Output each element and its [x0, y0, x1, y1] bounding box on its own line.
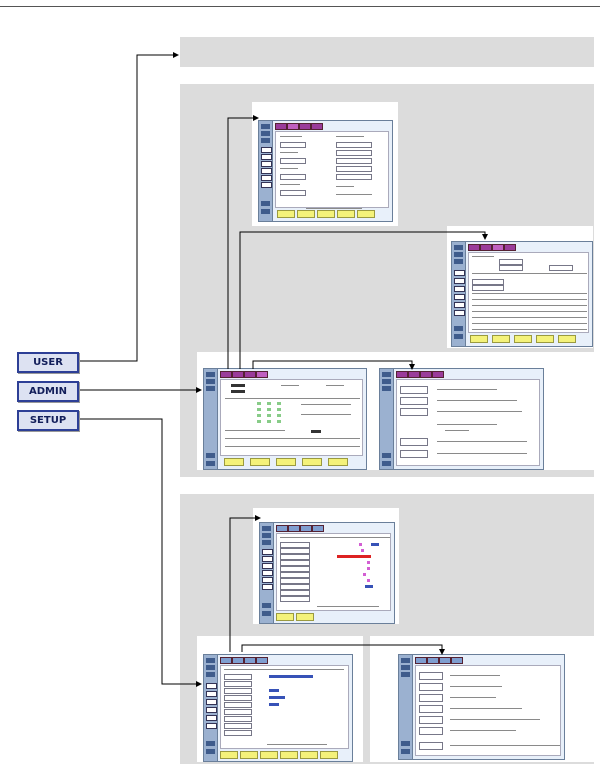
screen — [398, 654, 565, 760]
screen — [451, 241, 593, 347]
screen — [258, 120, 393, 222]
tab-strip — [415, 657, 534, 664]
input-gain-screenshot — [253, 508, 399, 624]
sidebar — [204, 369, 218, 469]
content-area — [276, 533, 391, 611]
output-delay-screenshot — [197, 636, 363, 762]
sidebar — [399, 655, 413, 759]
email-settings-screenshot — [447, 226, 593, 348]
content-area — [415, 665, 561, 756]
tab-strip — [276, 525, 364, 532]
sidebar — [204, 655, 218, 761]
screen — [203, 654, 353, 762]
setup-button[interactable]: SETUP — [17, 410, 79, 431]
sidebar — [259, 121, 273, 221]
tab-strip — [396, 371, 513, 378]
system-status-screenshot — [197, 352, 372, 470]
content-area — [396, 379, 540, 466]
screen — [203, 368, 367, 470]
tab-strip — [468, 244, 562, 251]
tab-strip — [275, 123, 362, 130]
content-area — [275, 131, 389, 209]
admin-tools-screenshot — [370, 352, 594, 470]
tab-strip — [220, 371, 336, 378]
user-menu-panel — [180, 37, 594, 67]
setup-tools-screenshot — [370, 636, 594, 762]
content-area — [220, 379, 363, 456]
content-area — [220, 665, 349, 749]
screen — [259, 522, 395, 624]
sidebar — [452, 242, 466, 346]
network-settings-screenshot — [252, 102, 398, 226]
screen — [379, 368, 544, 470]
top-rule — [0, 6, 600, 7]
admin-button[interactable]: ADMIN — [17, 381, 79, 402]
tab-strip — [220, 657, 322, 664]
sidebar — [260, 523, 274, 623]
content-area — [468, 252, 589, 333]
sidebar — [380, 369, 394, 469]
user-button[interactable]: USER — [17, 352, 79, 373]
